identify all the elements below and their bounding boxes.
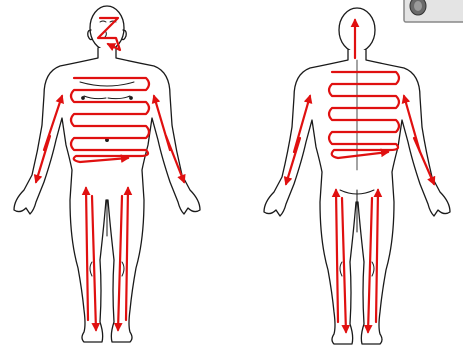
front-view — [14, 6, 200, 342]
front-torso — [14, 48, 200, 342]
back-view — [264, 8, 450, 344]
back-torso — [264, 50, 450, 344]
handheld-device-icon — [404, 0, 463, 22]
back-head — [339, 8, 375, 52]
